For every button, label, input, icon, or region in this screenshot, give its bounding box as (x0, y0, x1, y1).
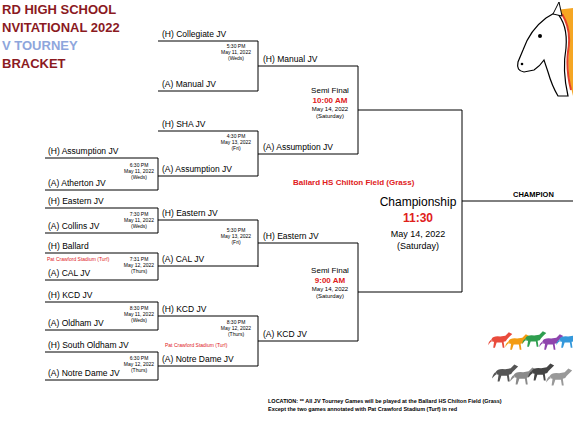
champion-label: CHAMPION (513, 191, 554, 200)
team-name: (H) SHA JV (162, 120, 205, 130)
game-time: May 12, 2022 (124, 263, 154, 269)
horse-head (518, 2, 573, 96)
game-time: (Fri) (231, 240, 240, 246)
horse-figure (510, 368, 536, 385)
team-name: (A) CAL JV (162, 255, 204, 265)
horse-figure (488, 332, 512, 348)
game-time: (Weds) (228, 56, 244, 62)
game-time: 9:00 AM (315, 276, 345, 285)
final-time: 11:30 (403, 212, 433, 226)
game-time: May 11, 2022 (124, 218, 154, 224)
horse-nostril (521, 63, 524, 66)
game-time: May 12, 2022 (124, 362, 154, 368)
game-date: May 14, 2022 (312, 106, 348, 113)
game-day: (Saturday) (316, 113, 344, 120)
game-time: (Weds) (131, 175, 147, 181)
team-name: (H) Eastern JV (263, 232, 319, 242)
team-name: (H) Manual JV (263, 55, 317, 65)
horse-figure (539, 334, 563, 350)
venue-note: Pat Crawford Stadium (Turf) (165, 343, 227, 349)
team-name: (H) KCD JV (48, 291, 92, 301)
game-time: (Thurs) (228, 332, 244, 338)
final-date: May 14, 2022 (391, 229, 446, 239)
team-name: (H) Assumption JV (48, 147, 118, 157)
team-name: (H) KCD JV (162, 305, 206, 315)
game-time: 7:30 PM (130, 212, 149, 218)
horse-eye (538, 34, 542, 38)
horse-ear (553, 2, 562, 16)
location-note: Except the two games annotated with Pat … (268, 406, 457, 412)
game-time: May 13, 2022 (221, 140, 251, 146)
team-name: (A) Notre Dame JV (48, 369, 120, 379)
team-name: (H) Collegiate JV (162, 30, 226, 40)
team-name: (H) Eastern JV (162, 209, 218, 219)
game-time: 7:31 PM (130, 257, 149, 263)
team-name: (A) KCD JV (263, 330, 307, 340)
team-name: (A) Assumption JV (162, 165, 232, 175)
team-name: (A) Assumption JV (263, 143, 333, 153)
game-time: 5:30 PM (227, 44, 246, 50)
team-name: (A) Manual JV (162, 80, 216, 90)
game-day: (Saturday) (316, 293, 344, 300)
team-name: (A) Atherton JV (48, 179, 106, 189)
location-note: LOCATION: ** All JV Tourney Games will b… (268, 398, 502, 404)
game-time: (Thurs) (131, 368, 147, 374)
game-time: (Fri) (231, 146, 240, 152)
game-time: 4:30 PM (227, 134, 246, 140)
venue-label: Ballard HS Chilton Field (Grass) (293, 178, 414, 187)
game-time: May 12, 2022 (221, 326, 251, 332)
game-time: May 11, 2022 (221, 50, 251, 56)
racing-horses-color (488, 331, 573, 350)
game-time: 8:30 PM (227, 320, 246, 326)
team-name: (A) Oldham JV (48, 319, 104, 329)
team-name: (H) Ballard (48, 242, 89, 252)
title-line: V TOURNEY (2, 39, 78, 54)
game-time: (Weds) (131, 224, 147, 230)
game-time: (Thurs) (131, 269, 147, 275)
title-line: BRACKET (2, 57, 66, 72)
horse-figure (556, 332, 573, 348)
title-line: RD HIGH SCHOOL (2, 3, 116, 18)
game-time: 10:00 AM (313, 96, 348, 105)
game-time: (Weds) (131, 318, 147, 324)
game-time: 5:30 PM (227, 228, 246, 234)
horse-figure (546, 369, 572, 386)
game-time: 8:30 PM (130, 306, 149, 312)
horse-head-outline (518, 12, 568, 96)
team-name: (A) Collins JV (48, 222, 99, 232)
horse-figure (492, 365, 518, 382)
game-time: May 11, 2022 (124, 312, 154, 318)
game-time: 6:30 PM (130, 163, 149, 169)
game-date: May 14, 2022 (312, 286, 348, 293)
game-time: 6:30 PM (130, 356, 149, 362)
venue-note: Pat Crawford Stadium (Turf) (47, 257, 109, 263)
team-name: (A) Notre Dame JV (162, 355, 234, 365)
round-heading: Semi Final (311, 266, 349, 275)
team-name: (A) CAL JV (48, 269, 90, 279)
horse-figure (522, 331, 546, 347)
team-name: (H) South Oldham JV (48, 341, 129, 351)
horse-figure (505, 334, 529, 350)
final-heading: Championship (380, 196, 457, 210)
bracket-lines (45, 41, 573, 380)
round-heading: Semi Final (311, 86, 349, 95)
game-time: May 11, 2022 (124, 169, 154, 175)
racing-horses-grey (492, 364, 572, 386)
team-name: (H) Eastern JV (48, 197, 104, 207)
title-line: NVITATIONAL 2022 (2, 21, 120, 36)
game-time: May 13, 2022 (221, 234, 251, 240)
horse-figure (528, 364, 554, 381)
final-day: (Saturday) (397, 241, 439, 251)
